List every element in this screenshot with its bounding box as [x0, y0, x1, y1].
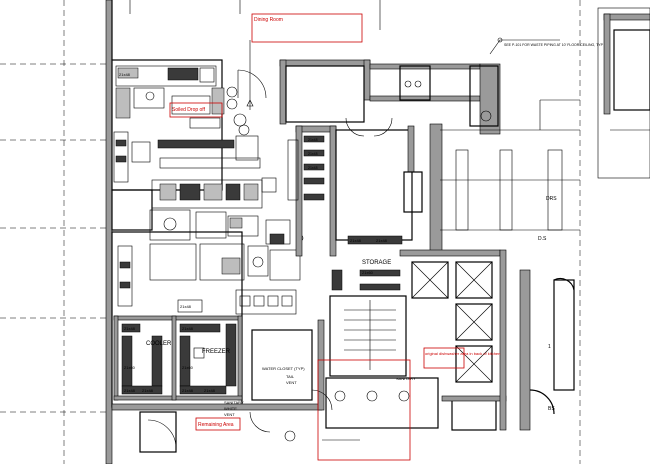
storage-shelving: STORAGE [287, 135, 403, 291]
tag-2: 21x48 [180, 304, 192, 309]
grid-label-ds: D.S [538, 236, 547, 242]
door-swings [237, 40, 393, 137]
sanitary-note-1: SANITARY [224, 400, 244, 405]
tag-11: 21x48 [308, 138, 318, 142]
dishwasher-note: original dishwasher area in back of kitc… [425, 351, 500, 356]
soiled-drop-off-label: Soiled Drop off [172, 107, 206, 113]
prep-area [117, 243, 301, 315]
right-wing: SEE P-101 FOR WASTE PIPING AT 10' FLOOR … [440, 43, 604, 431]
tag-13: 21x48 [308, 166, 318, 170]
cook-line [113, 124, 304, 245]
tag-6: 21x48 [142, 388, 154, 393]
central-walls [279, 59, 501, 257]
vent-note: VENT [286, 380, 297, 385]
vent-note-2: VENT [224, 412, 235, 417]
stair-restrooms [251, 295, 439, 442]
white-note: WHITE [224, 406, 237, 411]
tag-15: 21x60 [182, 365, 194, 370]
dining-room-box [251, 13, 363, 43]
sanitary-note-2: SANITARY [396, 376, 416, 381]
grid-label-bs: BS [548, 406, 555, 412]
storage-label: STORAGE [362, 260, 391, 266]
freezer-label: FREEZER [202, 349, 231, 355]
inset-detail [597, 7, 650, 179]
water-closet-note: WATER CLOSET (TYP) [262, 366, 305, 371]
dish-area: 21x48 [115, 65, 247, 129]
tail-note: TAIL [286, 374, 295, 379]
tag-3: 21x48 [350, 238, 362, 243]
dining-room-label: Dining Room [254, 17, 283, 23]
soiled-drop-off-box [169, 102, 223, 118]
cooler-label: COOLER [146, 341, 172, 347]
tag-1: 21x48 [119, 72, 131, 77]
tag-14: 21x60 [124, 365, 136, 370]
grid-label-1: 1 [548, 344, 551, 350]
tag-12: 21x48 [308, 152, 318, 156]
remaining-area-label: Remaining Area [198, 422, 234, 428]
top-misc [129, 0, 560, 55]
tag-10: 21x48 [182, 326, 194, 331]
see-p101-note: SEE P-101 FOR WASTE PIPING AT 10' FLOOR … [504, 43, 604, 47]
lower-doors [139, 411, 360, 453]
tag-8: 21x48 [204, 388, 216, 393]
grid-label-drs: DRS [546, 196, 557, 202]
dishwasher-note-box [423, 347, 465, 369]
tag-4: 21x48 [376, 238, 388, 243]
dishwasher-area-box [317, 359, 411, 461]
tag-9: 21x48 [124, 326, 136, 331]
tag-16: 21x60 [362, 270, 374, 275]
tag-7: 21x48 [182, 388, 194, 393]
walk-in-block: COOLER FREEZER 21x48 [113, 299, 243, 401]
remaining-area-box [195, 417, 241, 431]
elevator-shafts [399, 249, 507, 431]
tag-5: 21x48 [124, 388, 136, 393]
